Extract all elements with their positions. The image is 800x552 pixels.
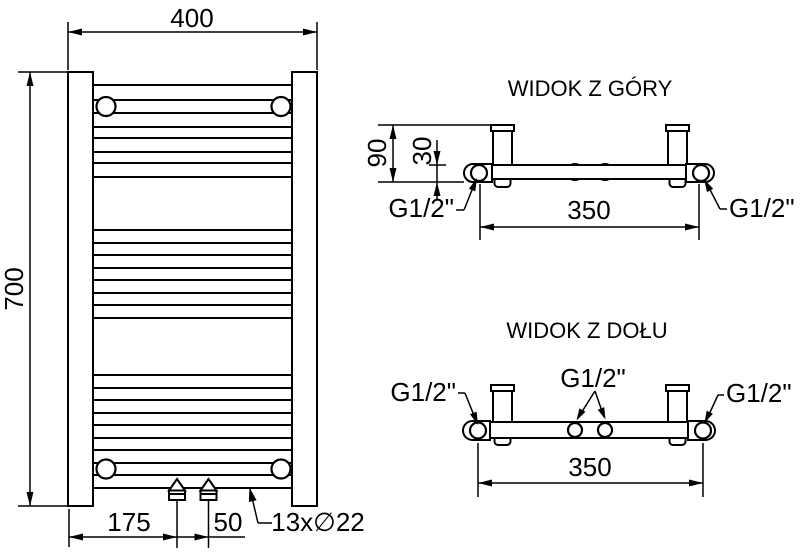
left-collector <box>67 71 94 507</box>
thread-left-label: G1/2" <box>388 193 454 223</box>
bottom-view-thread-right: G1/2" <box>704 378 792 423</box>
dim-spacing-350-top: 350 <box>479 184 700 240</box>
dim-valve-spacing-label: 50 <box>214 507 243 537</box>
valve-right <box>198 477 219 548</box>
dim-height-700: 700 <box>0 71 68 507</box>
front-view: 400 700 175 50 13x∅22 <box>0 3 365 548</box>
valve-left <box>167 477 187 548</box>
bottom-view-thread-center: G1/2" <box>560 363 626 421</box>
thread-bottom-center-label: G1/2" <box>560 363 626 393</box>
dim-height-label: 700 <box>0 267 29 310</box>
tube-note: 13x∅22 <box>248 487 365 537</box>
bracket-circle-bottom-left <box>95 458 117 480</box>
dim-depth-label: 90 <box>362 139 392 168</box>
tube-note-label: 13x∅22 <box>271 507 365 537</box>
dim-offset-30: 30 <box>407 137 446 200</box>
centre-connection-right <box>596 421 614 439</box>
bracket-circle-bottom-right <box>270 458 292 480</box>
dim-valves: 175 50 <box>68 507 245 547</box>
top-view-bar <box>489 164 689 180</box>
dim-offset-label: 30 <box>407 137 437 166</box>
bottom-view-bracket-circle-left <box>468 421 488 440</box>
bracket-circle-top-right <box>270 95 292 118</box>
bottom-view-stub-right <box>665 384 690 424</box>
top-view-bracket-circle-right <box>691 163 711 183</box>
top-view: WIDOK Z GÓRY <box>362 76 795 240</box>
dim-width-400: 400 <box>67 3 318 70</box>
dim-width-label: 400 <box>170 3 213 33</box>
dim-spacing-350-bottom: 350 <box>477 443 704 497</box>
radiator-tubes <box>93 84 292 489</box>
bracket-circle-top-left <box>95 95 117 118</box>
dim-valve-offset-label: 175 <box>107 507 150 537</box>
top-view-thread-right: G1/2" <box>704 179 795 223</box>
top-view-stub-left <box>490 124 515 167</box>
dim-spacing-bottom-label: 350 <box>568 452 611 482</box>
centre-connection-left <box>566 421 584 439</box>
dim-depth-90: 90 <box>362 124 500 183</box>
right-collector <box>291 71 318 507</box>
top-view-bracket-circle-left <box>469 163 489 183</box>
bottom-view-title: WIDOK Z DOŁU <box>506 318 667 343</box>
bottom-view-bracket-circle-right <box>693 421 713 440</box>
top-view-thread-left: G1/2" <box>388 178 477 223</box>
thread-bottom-left-label: G1/2" <box>390 377 456 407</box>
bottom-view-thread-left: G1/2" <box>390 377 478 425</box>
thread-right-label: G1/2" <box>729 193 795 223</box>
dim-spacing-top-label: 350 <box>567 195 610 225</box>
top-view-stub-right <box>665 124 690 167</box>
thread-bottom-right-label: G1/2" <box>726 378 792 408</box>
bottom-view-bar <box>487 421 691 439</box>
bottom-view-stub-left <box>490 384 515 424</box>
bottom-view: WIDOK Z DOŁU G1/2" <box>390 318 792 497</box>
top-view-title: WIDOK Z GÓRY <box>508 76 673 101</box>
